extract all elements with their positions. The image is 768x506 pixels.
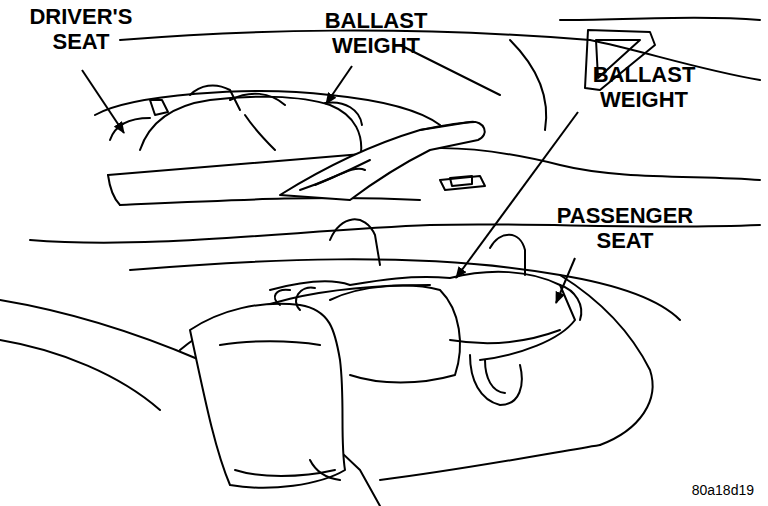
figure-code: 80a18d19 xyxy=(624,482,754,498)
part-label: BALLAST WEIGHT xyxy=(296,8,456,59)
part-label: BALLAST WEIGHT xyxy=(564,62,724,113)
part-label: DRIVER'S SEAT xyxy=(0,4,162,55)
part-label: PASSENGER SEAT xyxy=(536,203,714,254)
